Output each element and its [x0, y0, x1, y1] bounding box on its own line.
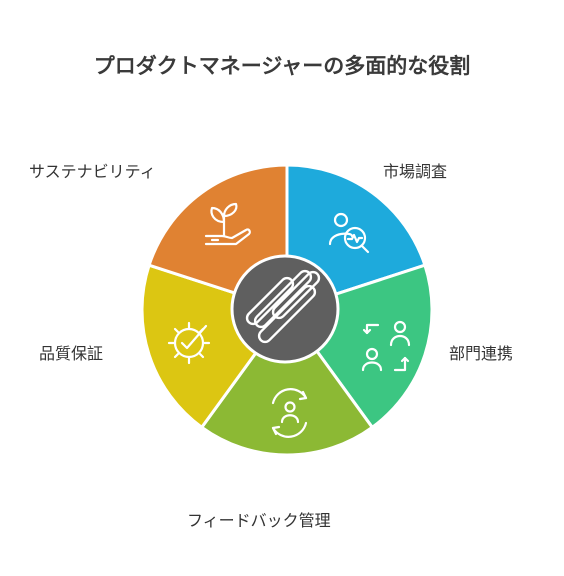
page-title: プロダクトマネージャーの多面的な役割: [93, 54, 471, 78]
quality-gear-check-icon: [167, 321, 211, 365]
sustainability-plant-icon: [204, 202, 251, 246]
linked-bars-icon: [245, 269, 321, 344]
label-market-research: 市場調査: [383, 162, 448, 181]
label-quality-assurance: 品質保証: [39, 344, 104, 363]
label-collaboration: 部門連携: [449, 344, 514, 363]
collaboration-icon: [361, 320, 411, 372]
label-feedback-management: フィードバック管理: [187, 511, 331, 530]
label-sustainability: サステナビリティ: [29, 162, 156, 181]
feedback-cycle-icon: [271, 388, 308, 438]
market-research-icon: [328, 212, 370, 254]
segment-feedback-management: [199, 307, 375, 457]
